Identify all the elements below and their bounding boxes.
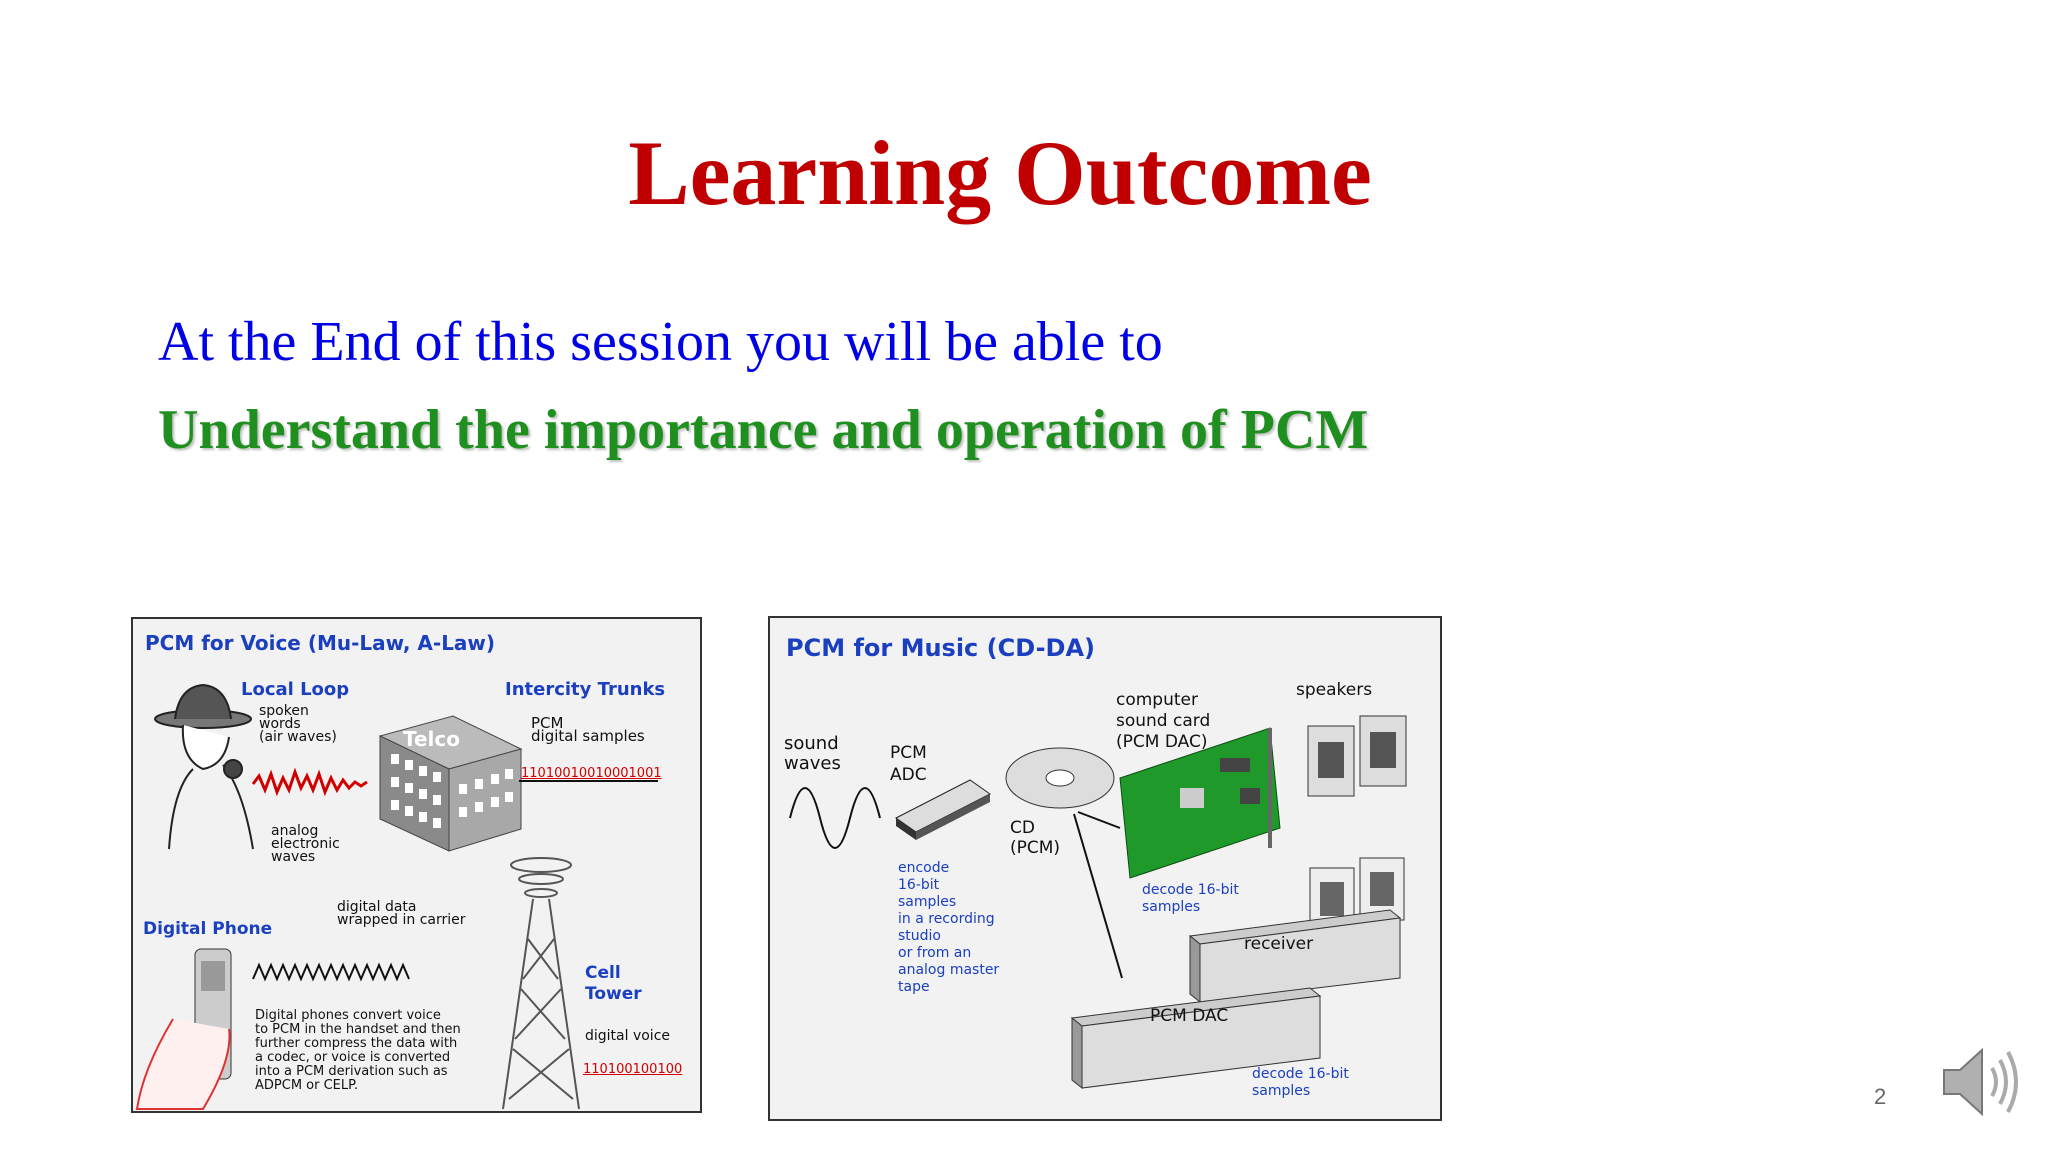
slide-subtitle: At the End of this session you will be a…	[158, 311, 1163, 373]
learning-outcome: Understand the importance and operation …	[158, 399, 1369, 461]
pcm-music-illustration	[789, 715, 1407, 1090]
sound-wave	[789, 787, 881, 849]
slide-title: Learning Outcome	[0, 120, 2048, 226]
speaking-man-icon	[154, 683, 254, 850]
cd-disc-icon	[1005, 747, 1115, 809]
page-number: 2	[1874, 1084, 1887, 1109]
bits-top: 11010010010001001	[521, 766, 662, 781]
receiver-label: receiver	[1244, 934, 1314, 954]
digital-phone-label: Digital Phone	[143, 919, 273, 939]
bits-bottom: 110100100100	[583, 1062, 683, 1077]
intercity-trunks-label: Intercity Trunks	[505, 679, 666, 700]
slide-title-text: Learning Outcome	[628, 122, 1372, 224]
analog-wave	[251, 767, 368, 797]
pcm-dac-icon	[1070, 987, 1322, 1090]
audio-speaker-icon[interactable]	[1938, 1040, 2022, 1124]
sound-card-icon	[1119, 727, 1281, 879]
pcm-voice-diagram: PCM for Voice (Mu-Law, A-Law) Local Loop…	[131, 617, 702, 1113]
local-loop-label: Local Loop	[241, 679, 350, 700]
digital-phone-icon	[135, 948, 232, 1110]
music-panel-title: PCM for Music (CD-DA)	[786, 634, 1095, 662]
adc-chip-icon	[895, 779, 991, 840]
cell-tower-icon	[502, 857, 580, 1110]
cd-label: CD(PCM)	[1010, 818, 1061, 858]
receiver-icon	[1188, 909, 1402, 1004]
speakers-icon	[1307, 715, 1407, 931]
telco-label: Telco	[403, 727, 461, 751]
voice-panel-title: PCM for Voice (Mu-Law, A-Law)	[145, 631, 496, 655]
pcm-dac-label: PCM DAC	[1150, 1006, 1229, 1026]
speakers-label: speakers	[1296, 680, 1373, 700]
pcm-voice-illustration	[135, 683, 658, 1110]
carrier-wave	[252, 962, 410, 982]
telco-building-icon	[378, 715, 523, 852]
digital-voice-label: digital voice	[585, 1028, 671, 1044]
